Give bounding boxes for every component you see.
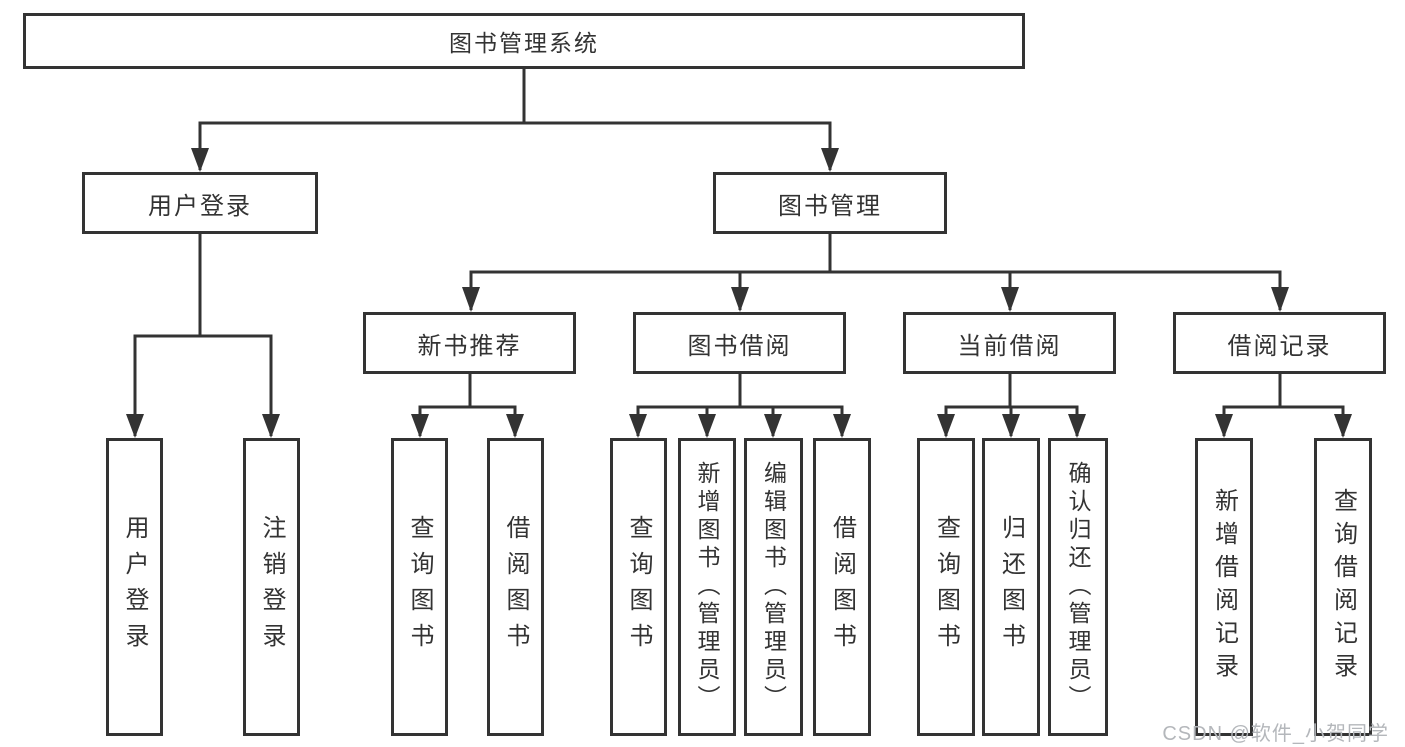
connector-line xyxy=(133,334,273,436)
leaf-add-borrow-record: 新增借阅记录 xyxy=(1195,438,1253,736)
node-label: 新增图书（管理员） xyxy=(694,461,720,713)
arrow-down-icon xyxy=(833,414,851,438)
node-label: 编辑图书（管理员） xyxy=(760,461,787,713)
arrow-down-icon xyxy=(1215,414,1233,438)
node-label: 借阅图书 xyxy=(828,515,856,659)
node-label: 借阅图书 xyxy=(502,515,529,659)
node-label: 用户登录 xyxy=(121,515,148,659)
leaf-confirm-return-admin: 确认归还（管理员） xyxy=(1048,438,1108,736)
arrow-down-icon xyxy=(462,287,480,312)
arrow-down-icon xyxy=(191,148,209,172)
node-label: 借阅记录 xyxy=(1227,332,1332,360)
connector-lines xyxy=(133,69,1345,436)
arrow-down-icon xyxy=(764,414,782,438)
connector-line xyxy=(418,405,517,436)
connector-line xyxy=(636,405,844,436)
arrow-down-icon xyxy=(1271,287,1289,312)
node-current-borrowing: 当前借阅 xyxy=(903,312,1116,374)
arrow-down-icon xyxy=(821,148,839,172)
leaf-query-books-1: 查询图书 xyxy=(391,438,448,736)
leaf-borrow-books-1: 借阅图书 xyxy=(487,438,544,736)
connector-line xyxy=(469,270,1282,310)
arrow-down-icon xyxy=(698,414,716,438)
leaf-logout: 注销登录 xyxy=(243,438,300,736)
leaf-query-borrow-record: 查询借阅记录 xyxy=(1314,438,1372,736)
node-label: 查询图书 xyxy=(625,515,652,659)
node-label: 图书管理 xyxy=(778,192,882,220)
arrow-down-icon xyxy=(126,414,144,438)
arrow-down-icon xyxy=(731,287,749,312)
leaf-edit-books-admin: 编辑图书（管理员） xyxy=(744,438,803,736)
leaf-query-books-2: 查询图书 xyxy=(610,438,667,736)
leaf-add-books-admin: 新增图书（管理员） xyxy=(678,438,736,736)
connector-line xyxy=(198,121,832,170)
node-label: 图书管理系统 xyxy=(449,30,599,56)
node-borrowing-records: 借阅记录 xyxy=(1173,312,1386,374)
node-label: 当前借阅 xyxy=(957,332,1062,360)
node-label: 确认归还（管理员） xyxy=(1065,461,1091,713)
node-label: 新书推荐 xyxy=(417,332,522,360)
arrow-down-icon xyxy=(1334,414,1352,438)
node-label: 图书借阅 xyxy=(687,332,792,360)
connector-arrowheads xyxy=(126,148,1352,438)
arrow-down-icon xyxy=(411,414,429,438)
node-label: 注销登录 xyxy=(258,515,285,659)
node-label: 新增借阅记录 xyxy=(1210,488,1238,686)
leaf-user-login: 用户登录 xyxy=(106,438,163,736)
arrow-down-icon xyxy=(937,414,955,438)
arrow-down-icon xyxy=(1002,414,1020,438)
node-label: 归还图书 xyxy=(997,515,1025,659)
node-label: 用户登录 xyxy=(148,192,252,220)
arrow-down-icon xyxy=(506,414,524,438)
node-user-login-branch: 用户登录 xyxy=(82,172,318,234)
watermark: CSDN @软件_小贺同学 xyxy=(1162,723,1389,745)
leaf-borrow-books-2: 借阅图书 xyxy=(813,438,871,736)
node-new-book-recommend: 新书推荐 xyxy=(363,312,576,374)
leaf-return-books: 归还图书 xyxy=(982,438,1040,736)
leaf-query-books-3: 查询图书 xyxy=(917,438,975,736)
arrow-down-icon xyxy=(1001,287,1019,312)
node-book-management-branch: 图书管理 xyxy=(713,172,947,234)
node-book-borrowing: 图书借阅 xyxy=(633,312,846,374)
arrow-down-icon xyxy=(262,414,280,438)
arrow-down-icon xyxy=(629,414,647,438)
node-library-management-system: 图书管理系统 xyxy=(23,13,1025,69)
node-label: 查询图书 xyxy=(932,515,960,659)
arrow-down-icon xyxy=(1068,414,1086,438)
node-label: 查询图书 xyxy=(406,515,433,659)
node-label: 查询借阅记录 xyxy=(1329,488,1357,686)
connector-line xyxy=(1222,405,1345,436)
